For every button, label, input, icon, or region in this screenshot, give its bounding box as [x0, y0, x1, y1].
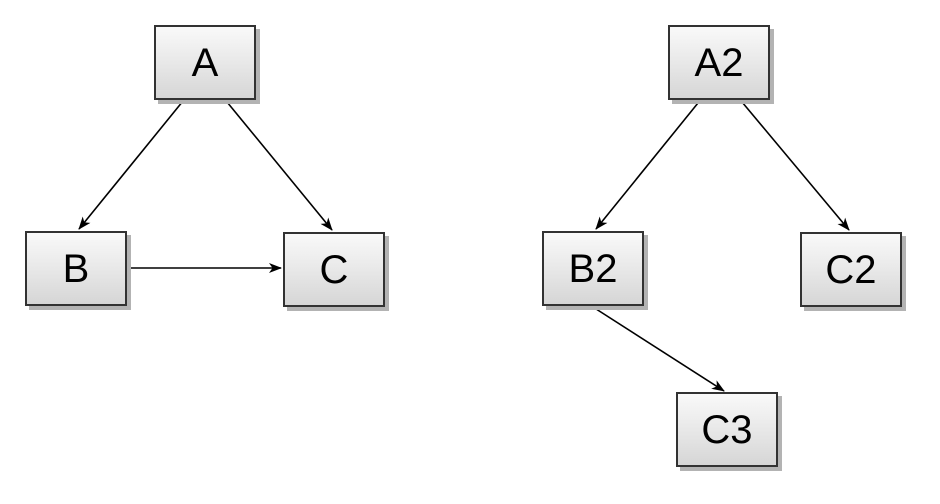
node-c-label: C	[319, 247, 349, 292]
node-a2-label: A2	[694, 40, 744, 85]
edge-b2-to-c3	[592, 306, 725, 392]
node-b: B	[25, 231, 127, 306]
edge-a2-to-b2	[595, 102, 699, 230]
node-b-label: B	[62, 246, 90, 291]
node-b2-label: B2	[568, 246, 618, 291]
node-b2: B2	[542, 231, 644, 306]
node-c3-label: C3	[701, 407, 753, 452]
edge-a2-to-c2	[741, 101, 850, 231]
node-c2-label: C2	[825, 247, 877, 292]
node-c: C	[283, 232, 385, 307]
edge-a-to-b	[78, 100, 184, 230]
node-a2: A2	[668, 25, 770, 100]
node-a-label: A	[191, 40, 219, 85]
node-a: A	[154, 25, 256, 100]
edge-a-to-c	[226, 101, 333, 231]
node-c2: C2	[800, 232, 902, 307]
node-c3: C3	[676, 392, 778, 467]
